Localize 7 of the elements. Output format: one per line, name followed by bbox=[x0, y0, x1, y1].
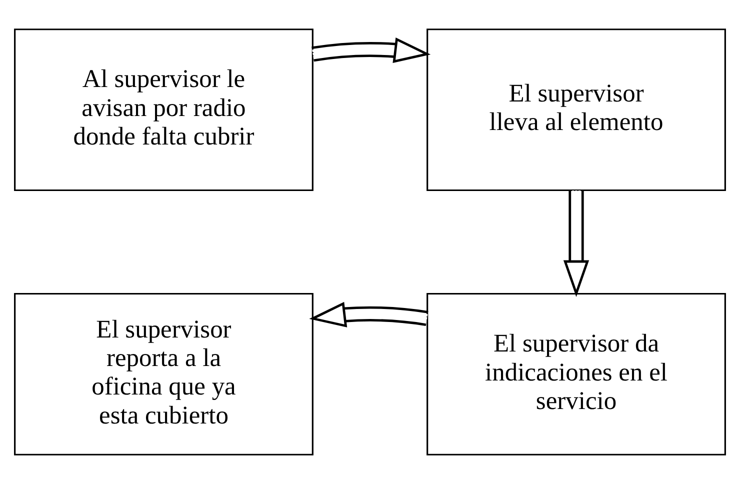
node-box: El supervisor reporta a la oficina que ya esta cubierto bbox=[14, 292, 314, 456]
arrow bbox=[312, 38, 431, 63]
node-box: El supervisor da indicaciones en el servicio bbox=[426, 292, 726, 456]
arrow bbox=[309, 302, 428, 328]
arrow bbox=[563, 190, 590, 297]
node-box: Al supervisor le avisan por radio donde falta cubrir bbox=[14, 28, 314, 192]
node-box: El supervisor lleva al elemento bbox=[426, 28, 726, 192]
